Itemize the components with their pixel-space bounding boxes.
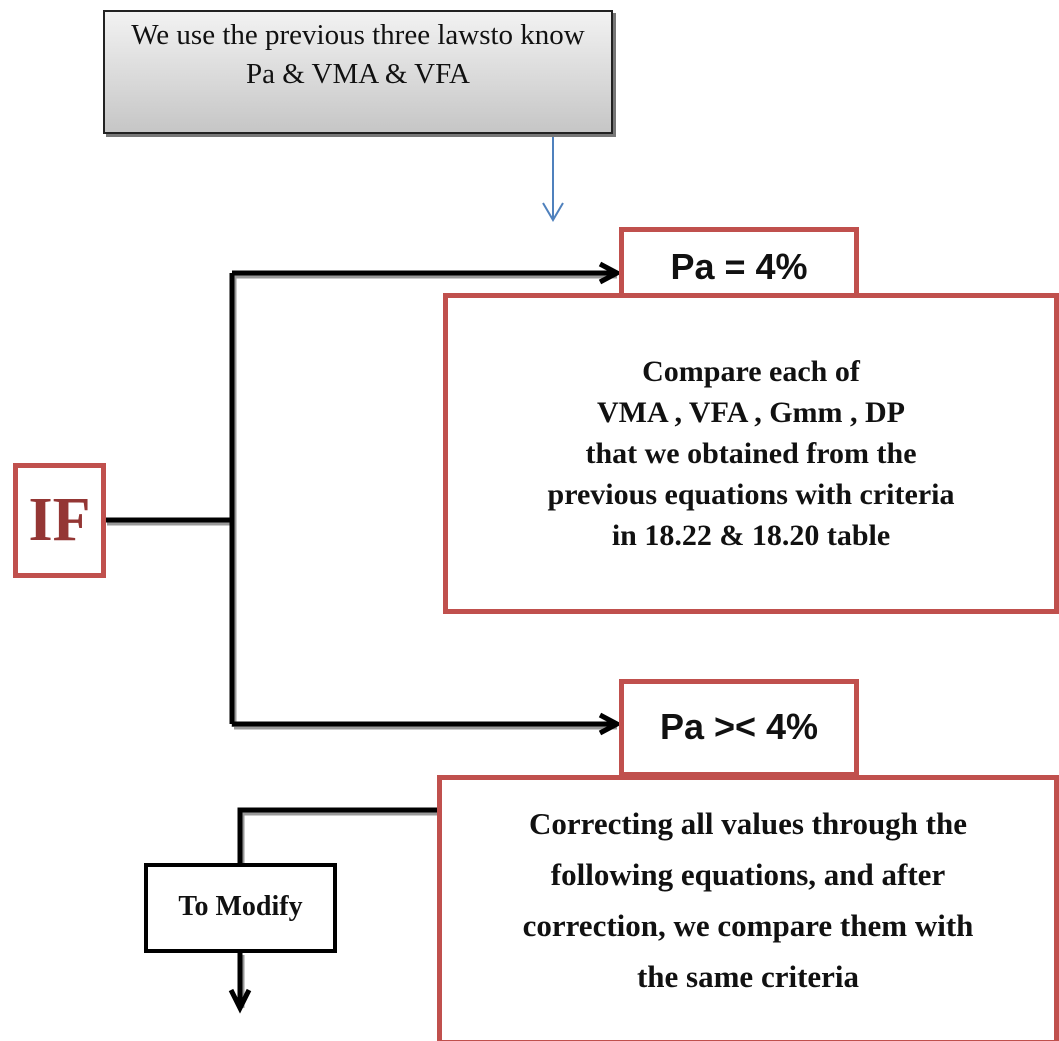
compare-line: in 18.22 & 18.20 table	[611, 519, 891, 552]
arrowhead-down	[228, 988, 252, 1014]
arrowhead-pa-not-equal	[598, 712, 623, 736]
correcting-line: correction, we compare them with	[522, 908, 974, 943]
correcting-line: the same criteria	[636, 959, 860, 994]
compare-line: Compare each of	[642, 355, 860, 388]
correcting-line: following equations, and after	[550, 857, 946, 892]
if-label: IF	[28, 486, 91, 554]
pa-equal-label: Pa = 4%	[670, 246, 808, 287]
pa-not-equal-box: Pa >< 4%	[619, 679, 859, 777]
blue-down-arrow	[542, 134, 564, 222]
correcting-line: Correcting all values through the	[528, 806, 967, 841]
compare-box: Compare each of VMA , VFA , Gmm , DP tha…	[443, 293, 1059, 614]
to-modify-box: To Modify	[144, 863, 337, 953]
header-line-2: Pa & VMA & VFA	[246, 58, 470, 90]
compare-line: VMA , VFA , Gmm , DP	[596, 396, 906, 429]
to-modify-label: To Modify	[178, 891, 303, 922]
connector-to-modify	[237, 807, 437, 865]
header-line-1: We use the previous three lawsto know	[131, 19, 585, 51]
compare-line: that we obtained from the	[585, 437, 917, 470]
arrowhead-pa-equal	[598, 261, 623, 285]
compare-line: previous equations with criteria	[547, 478, 955, 511]
if-box: IF	[13, 463, 106, 578]
pa-not-equal-label: Pa >< 4%	[659, 706, 819, 747]
correcting-box: Correcting all values through the follow…	[437, 775, 1059, 1041]
header-box: We use the previous three lawsto know Pa…	[103, 10, 613, 134]
